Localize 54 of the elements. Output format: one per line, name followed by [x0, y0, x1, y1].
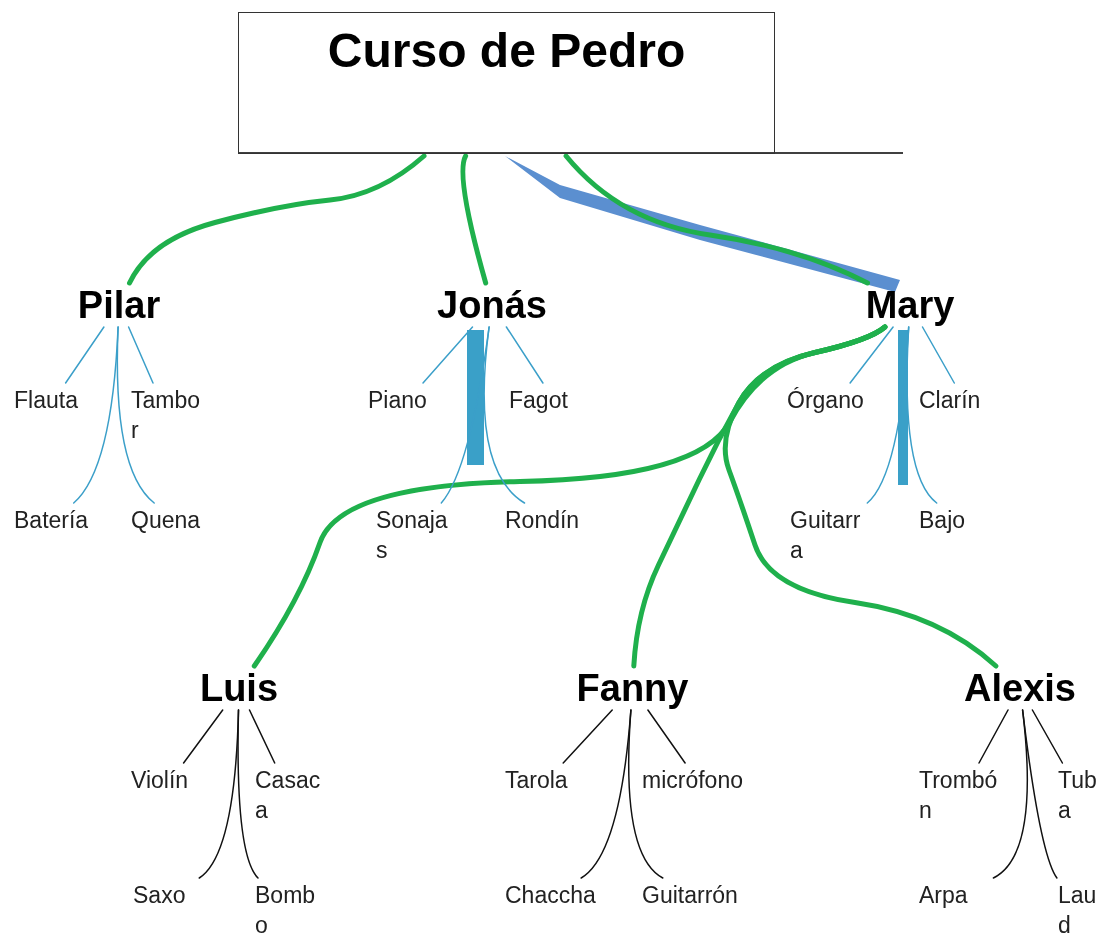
instrument-label: Batería: [14, 506, 90, 535]
connector-line: [562, 709, 613, 764]
branch-line: [127, 153, 427, 286]
person-name: Pilar: [77, 285, 161, 325]
instrument-label: Tambor: [131, 386, 202, 445]
instrument-label: Flauta: [14, 386, 79, 415]
title-text: Curso de Pedro: [326, 23, 687, 78]
connector-line: [422, 326, 474, 384]
connector-line: [849, 326, 894, 384]
person-name: Alexis: [964, 668, 1076, 708]
instrument-label: Laud: [1058, 881, 1098, 940]
instrument-label: Quena: [131, 506, 202, 535]
instrument-label: Rondín: [505, 506, 581, 535]
instrument-label: Guitarrón: [642, 881, 739, 910]
connector-line: [182, 709, 224, 764]
instrument-label: Tuba: [1058, 766, 1098, 825]
connector-line: [1031, 709, 1064, 764]
branch-line: [563, 153, 870, 286]
connector-line: [647, 709, 686, 764]
instrument-label: Violín: [131, 766, 190, 795]
instrument-label: Saxo: [133, 881, 187, 910]
instrument-label: Casaca: [255, 766, 322, 825]
instrument-label: Chaccha: [505, 881, 597, 910]
instrument-label: Tarola: [505, 766, 569, 795]
instrument-label: Guitarra: [790, 506, 862, 565]
person-name: Mary: [865, 285, 955, 325]
connector-line: [978, 709, 1009, 764]
title-box: [238, 12, 775, 154]
person-name: Luis: [199, 668, 279, 708]
person-name: Fanny: [576, 668, 689, 708]
connector-line: [483, 326, 526, 504]
instrument-label: Bajo: [919, 506, 967, 535]
connector-line: [1021, 709, 1058, 879]
connector-line: [248, 709, 276, 764]
connector-line: [127, 326, 154, 384]
instrument-label: Bombo: [255, 881, 317, 940]
branch-line: [460, 153, 489, 286]
person-name: Jonás: [437, 285, 547, 325]
instrument-label: Trombón: [919, 766, 999, 825]
instrument-label: Órgano: [787, 386, 865, 415]
instrument-label: Sonajas: [376, 506, 449, 565]
connector-line: [921, 326, 956, 384]
connector-line: [505, 326, 544, 384]
instrument-label: Fagot: [509, 386, 569, 415]
instrument-label: Clarín: [919, 386, 982, 415]
connector-line: [906, 326, 938, 504]
instrument-label: Piano: [368, 386, 428, 415]
branch-line: [722, 324, 999, 669]
instrument-label: micrófono: [642, 766, 744, 795]
connector-line: [628, 709, 664, 879]
connector-line: [116, 326, 155, 504]
connector-line: [237, 709, 259, 879]
instrument-label: Arpa: [919, 881, 969, 910]
connector-line: [64, 326, 105, 384]
